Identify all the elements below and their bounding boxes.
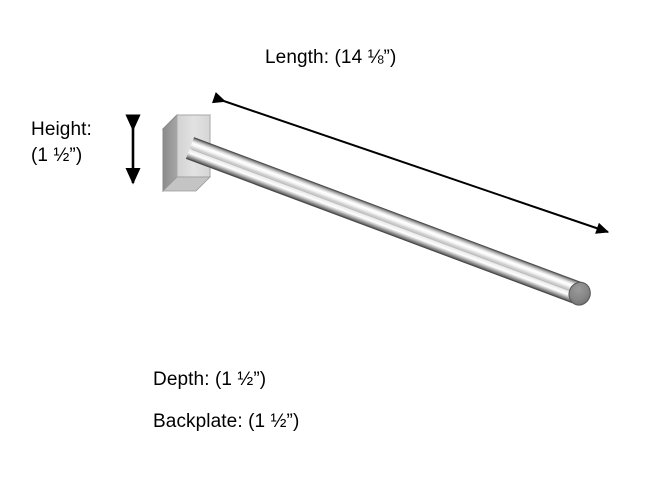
height-label-line1: Height:: [31, 119, 92, 140]
depth-dimension-label: Depth: (1 ½”): [153, 369, 267, 390]
towel-bar-shape: [185, 137, 591, 306]
backplate-dimension-label: Backplate: (1 ½”): [153, 411, 300, 432]
height-label-line2: (1 ½”): [31, 145, 83, 166]
length-dimension-label: Length: (14 ⅛”): [265, 47, 397, 68]
height-dimension-label: Height: (1 ½”): [31, 117, 92, 169]
length-dimension-arrow: [212, 92, 610, 234]
